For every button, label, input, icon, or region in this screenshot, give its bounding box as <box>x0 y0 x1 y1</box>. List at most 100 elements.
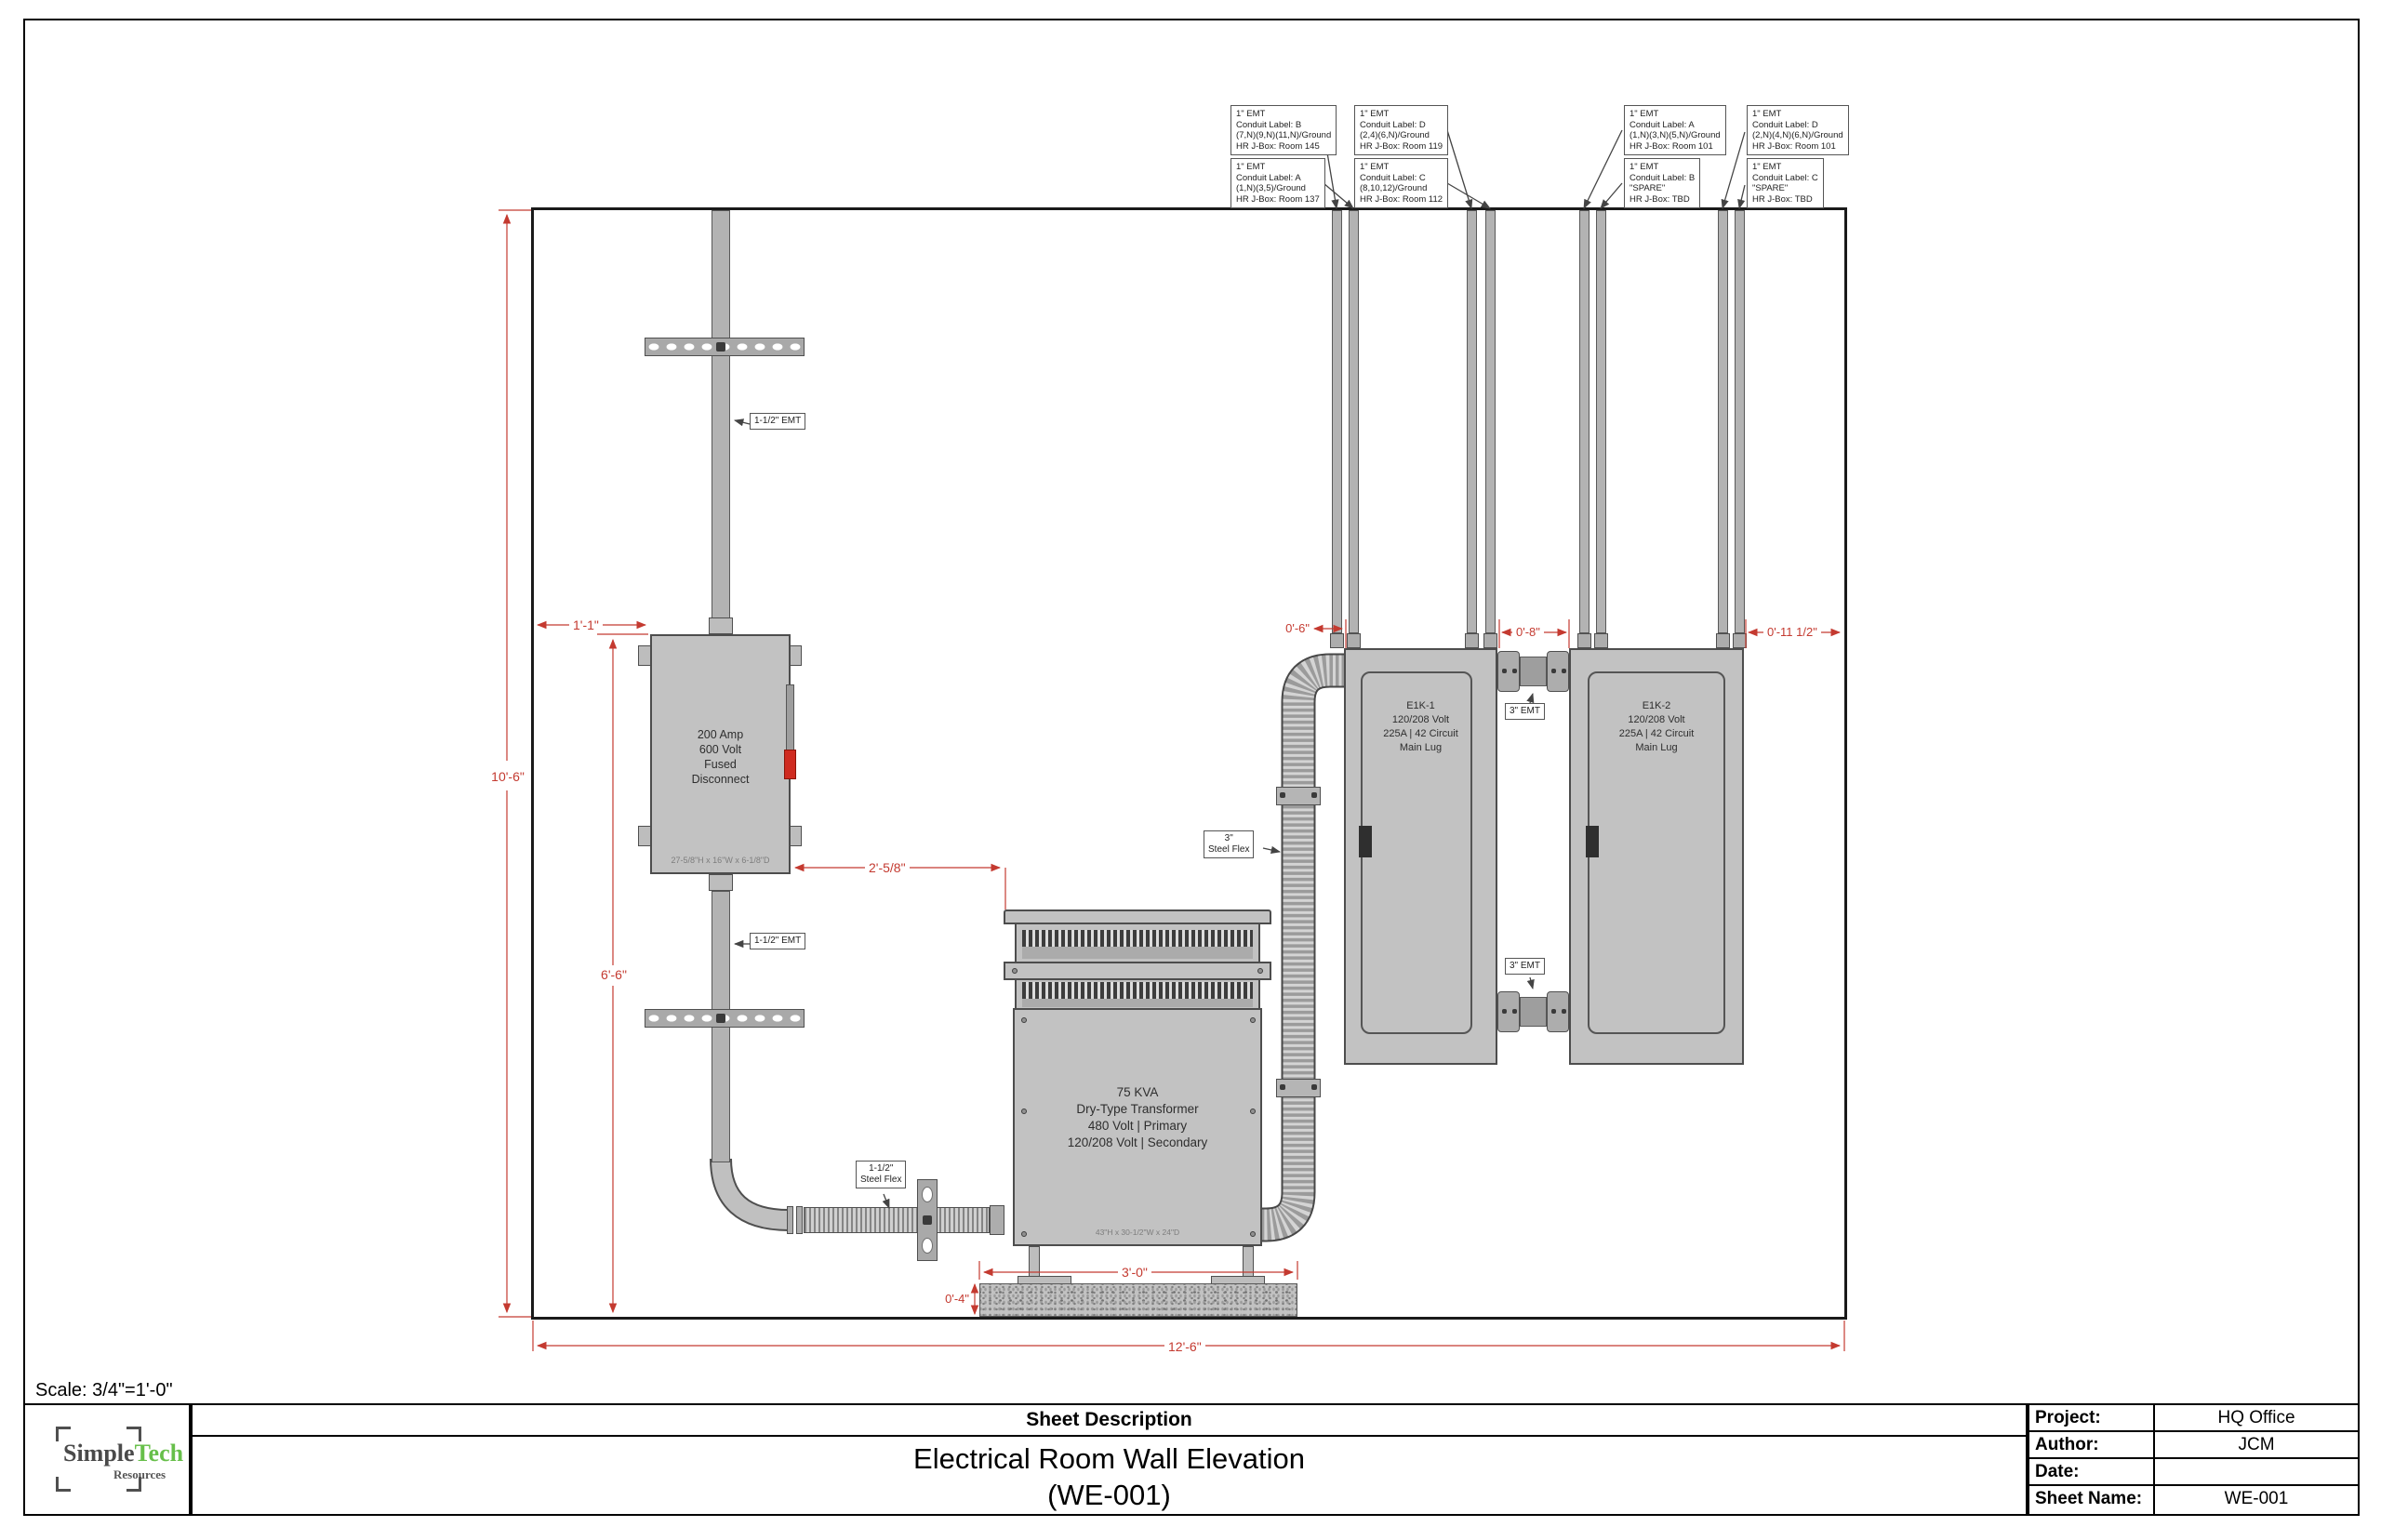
dim-pad-width: 3'-0" <box>1118 1265 1151 1280</box>
strap-screw <box>1311 792 1317 798</box>
bolt <box>1257 968 1263 974</box>
fitting-screw <box>1562 1009 1566 1014</box>
conduit-stub-1 <box>1332 210 1342 633</box>
dim-flex-to-panel: 0'-6" <box>1285 621 1310 635</box>
flex-strap <box>1276 1079 1321 1097</box>
disconnect-handle <box>784 750 796 779</box>
steel-flex-horizontal <box>804 1207 990 1233</box>
fitting-screw <box>1551 1009 1556 1014</box>
dim-disconnect-offset: 1'-1" <box>569 617 603 632</box>
bolt <box>1250 1017 1256 1023</box>
fitting-screw <box>1551 669 1556 673</box>
wall-outline <box>531 207 1847 1320</box>
conduit-stub-4 <box>1485 210 1496 633</box>
fitting-screw <box>1562 669 1566 673</box>
conduit-stub-6 <box>1596 210 1606 633</box>
strap-screw <box>1280 1084 1285 1090</box>
flex-connector <box>990 1205 1004 1235</box>
dim-pad-height: 0'-4" <box>945 1292 969 1306</box>
transformer-size-label: 43"H x 30-1/2"W x 24"D <box>1095 1228 1180 1237</box>
conduit-stub-7 <box>1718 210 1728 633</box>
conduit-connector <box>1347 633 1361 648</box>
flex-coupling <box>787 1206 793 1234</box>
dim-panel-gap: 0'-8" <box>1512 625 1544 639</box>
conduit-connector <box>1594 633 1608 648</box>
label-emt3-bottom: 3" EMT <box>1505 958 1545 975</box>
label-steel-flex-left: 1-1/2" Steel Flex <box>856 1161 907 1188</box>
disconnect-mount-tab <box>709 874 733 891</box>
date-label: Date: <box>2028 1457 2155 1486</box>
nipple-pipe-bottom <box>1520 997 1547 1027</box>
logo-frame-corner <box>56 1427 71 1441</box>
panel-e1k1-label: E1K-1 120/208 Volt 225A | 42 Circuit Mai… <box>1383 700 1458 753</box>
sheet-name-value: WE-001 <box>2153 1484 2360 1516</box>
disconnect-label: 200 Amp 600 Volt Fused Disconnect <box>691 728 750 786</box>
bolt <box>1021 1109 1027 1114</box>
transformer-label: 75 KVA Dry-Type Transformer 480 Volt | P… <box>1067 1085 1208 1149</box>
logo-subtitle: Resources <box>113 1467 166 1481</box>
conduit-connector <box>1577 633 1591 648</box>
dim-disconnect-to-transformer: 2'-5/8" <box>865 860 910 875</box>
fitting-screw <box>1512 669 1517 673</box>
dim-wall-height: 10'-6" <box>491 769 525 784</box>
dim-wall-width: 12'-6" <box>1164 1339 1205 1354</box>
label-steel-flex-right: 3" Steel Flex <box>1204 830 1255 858</box>
conduit-connector <box>1716 633 1730 648</box>
conduit-connector <box>1465 633 1479 648</box>
date-value <box>2153 1457 2360 1486</box>
strut-hole <box>922 1238 933 1254</box>
conduit-stub-8 <box>1735 210 1745 633</box>
sheet-description-header: Sheet Description <box>191 1403 2028 1437</box>
sheet-name-label: Sheet Name: <box>2028 1484 2155 1516</box>
fitting-screw <box>1502 1009 1507 1014</box>
project-label: Project: <box>2028 1403 2155 1432</box>
conduit-stub-5 <box>1579 210 1590 633</box>
nipple-pipe-top <box>1520 657 1547 686</box>
concrete-pad <box>979 1283 1297 1317</box>
flex-clamp <box>923 1215 932 1225</box>
label-emt3-top: 3" EMT <box>1505 703 1545 720</box>
conduit-stub-2 <box>1349 210 1359 633</box>
conduit-stub-3 <box>1467 210 1477 633</box>
project-value: HQ Office <box>2153 1403 2360 1432</box>
scale-note: Scale: 3/4"=1'-0" <box>35 1380 173 1401</box>
transformer-vent-grille <box>1022 982 1253 999</box>
sheet-title-cell: Electrical Room Wall Elevation (WE-001) <box>191 1435 2028 1516</box>
fitting-screw <box>1502 669 1507 673</box>
bolt <box>1012 968 1018 974</box>
label-emt-lower: 1-1/2" EMT <box>750 933 806 949</box>
fitting-screw <box>1512 1009 1517 1014</box>
strut-hole <box>922 1187 933 1202</box>
author-value: JCM <box>2153 1430 2360 1459</box>
bolt <box>1250 1231 1256 1237</box>
logo-frame-corner <box>56 1477 71 1492</box>
strap-screw <box>1311 1084 1317 1090</box>
transformer-vent-grille <box>1022 930 1253 947</box>
sheet-title-line1: Electrical Room Wall Elevation <box>913 1442 1305 1475</box>
dim-disconnect-height: 6'-6" <box>601 967 627 982</box>
flex-coupling <box>796 1206 803 1234</box>
bolt <box>1021 1017 1027 1023</box>
conduit-connector <box>1483 633 1497 648</box>
panel-e1k1-latch <box>1359 826 1372 857</box>
conduit-clamp <box>716 1014 725 1023</box>
transformer-strip <box>1022 947 1253 959</box>
disconnect-mount-tab <box>709 617 733 634</box>
label-emt-upper: 1-1/2" EMT <box>750 413 806 430</box>
strap-screw <box>1280 792 1285 798</box>
conduit-connector <box>1330 633 1344 648</box>
panel-e1k2-label: E1K-2 120/208 Volt 225A | 42 Circuit Mai… <box>1618 700 1695 753</box>
author-label: Author: <box>2028 1430 2155 1459</box>
disconnect-switch <box>650 634 791 874</box>
transformer-body <box>1013 1008 1262 1246</box>
logo-frame-corner <box>126 1427 141 1441</box>
bolt <box>1021 1231 1027 1237</box>
dim-panel-to-wall: 0'-11 1/2" <box>1763 625 1821 639</box>
transformer-strip <box>1022 999 1253 1007</box>
